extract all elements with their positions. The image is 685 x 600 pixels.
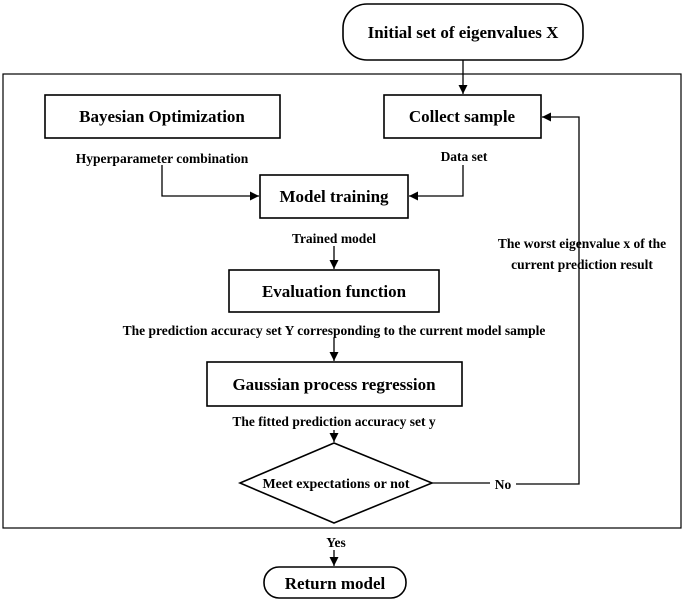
bayesian-optimization-node [44, 94, 281, 139]
trained-model-label: Trained model [292, 231, 376, 246]
worst-eigenvalue-label-line1: The worst eigenvalue x of the [498, 236, 666, 251]
worst-eigenvalue-label-line2: current prediction result [511, 257, 653, 272]
evaluation-function-label: Evaluation function [262, 282, 407, 301]
no-label: No [495, 477, 512, 492]
edge-no-loop-back [516, 112, 580, 485]
accuracy-set-y-label: The prediction accuracy set Y correspond… [123, 323, 546, 338]
fitted-accuracy-label: The fitted prediction accuracy set y [232, 414, 436, 429]
gaussian-process-regression-node [206, 361, 463, 407]
return-model-label: Return model [285, 574, 386, 593]
return-model-node [263, 566, 407, 599]
gaussian-process-regression-label: Gaussian process regression [232, 375, 436, 394]
yes-label: Yes [326, 535, 346, 550]
collect-sample-label: Collect sample [409, 107, 516, 126]
model-training-label: Model training [279, 187, 389, 206]
model-training-node [259, 174, 409, 219]
edge-bayesian-to-training [161, 165, 259, 201]
hyperparameter-combination-label: Hyperparameter combination [76, 151, 249, 166]
edge-collect-to-training [409, 165, 464, 201]
decision-label: Meet expectations or not [262, 477, 409, 492]
decision-node [237, 442, 435, 524]
data-set-label: Data set [441, 149, 488, 164]
loop-frame [2, 73, 682, 529]
evaluation-function-node [228, 269, 440, 313]
initial-set-label: Initial set of eigenvalues X [368, 23, 559, 42]
bayesian-optimization-label: Bayesian Optimization [79, 107, 245, 126]
collect-sample-node [383, 94, 542, 139]
